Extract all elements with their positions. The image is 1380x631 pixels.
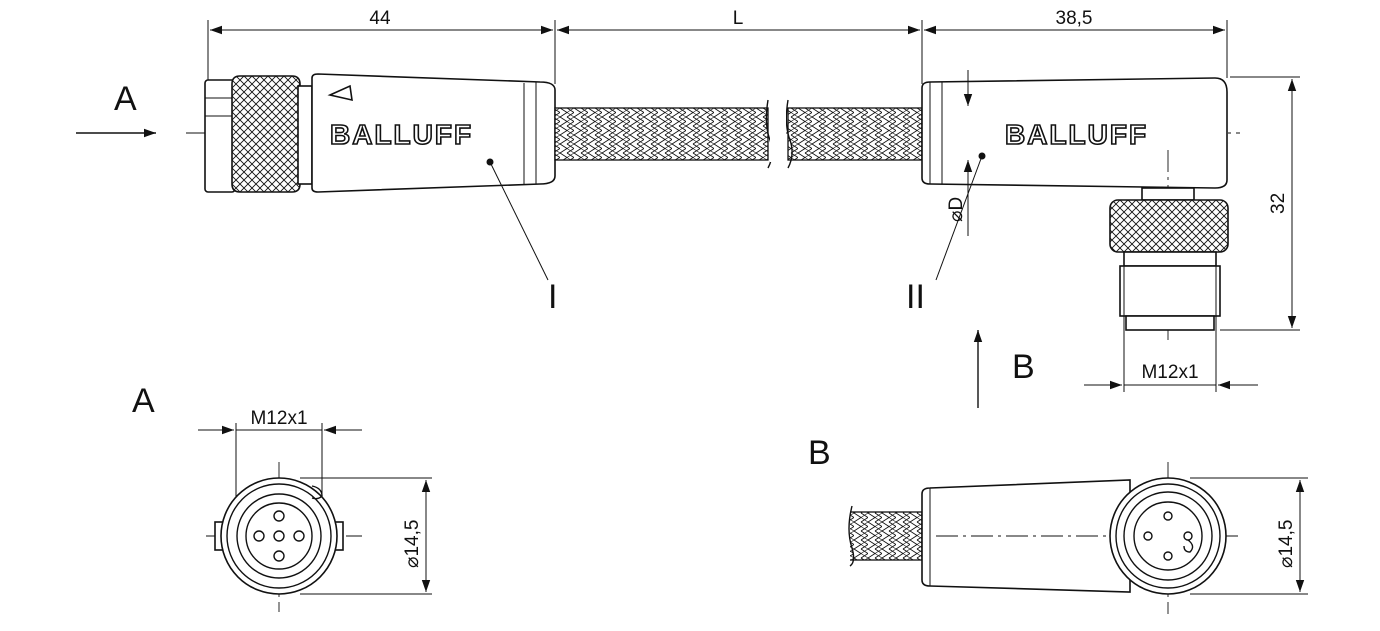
left-orientation-mark-icon <box>327 84 353 102</box>
view-arrow-b-label: B <box>1012 348 1035 386</box>
reference-left-connector: I <box>548 278 557 316</box>
view-arrow-a: A <box>76 80 156 138</box>
dimension-height-right: 32 <box>1268 193 1289 214</box>
right-connector-body <box>921 77 1228 189</box>
cable-braid-left <box>554 107 769 161</box>
view-b-cable-braid <box>845 511 923 561</box>
right-knurled-nut <box>1109 199 1229 253</box>
dimension-thread-view-a: M12x1 <box>250 408 307 429</box>
left-knurled-nut <box>231 75 301 193</box>
view-a: A M12x1 ⌀14,5 <box>132 382 432 612</box>
right-brand-logo: BALLUFF <box>1005 119 1148 150</box>
dimension-cable-diameter: ⌀D <box>946 197 967 222</box>
top-dimensions: 44 L 38,5 <box>207 8 1228 84</box>
dimension-length-cable: L <box>733 8 744 29</box>
view-a-title: A <box>132 382 155 420</box>
view-b-title: B <box>808 434 831 472</box>
left-connector-body <box>311 73 556 193</box>
right-connector: BALLUFF ⌀D II M12x1 32 <box>906 70 1300 392</box>
dimension-length-right: 38,5 <box>1056 8 1093 29</box>
dimension-diameter-view-a: ⌀14,5 <box>402 520 423 568</box>
left-connector: BALLUFF I <box>204 73 557 316</box>
left-brand-logo: BALLUFF <box>330 119 473 150</box>
cable-section <box>554 99 923 169</box>
view-arrow-a-label: A <box>114 80 137 118</box>
view-arrow-b: B <box>973 330 1035 408</box>
dimension-length-left: 44 <box>369 8 391 29</box>
dimension-thread-right: M12x1 <box>1141 362 1198 383</box>
dimension-diameter-view-b: ⌀14,5 <box>1276 520 1297 568</box>
view-b: B ⌀14,5 <box>808 434 1308 614</box>
cable-braid-right <box>787 107 923 161</box>
reference-right-connector: II <box>906 278 925 316</box>
